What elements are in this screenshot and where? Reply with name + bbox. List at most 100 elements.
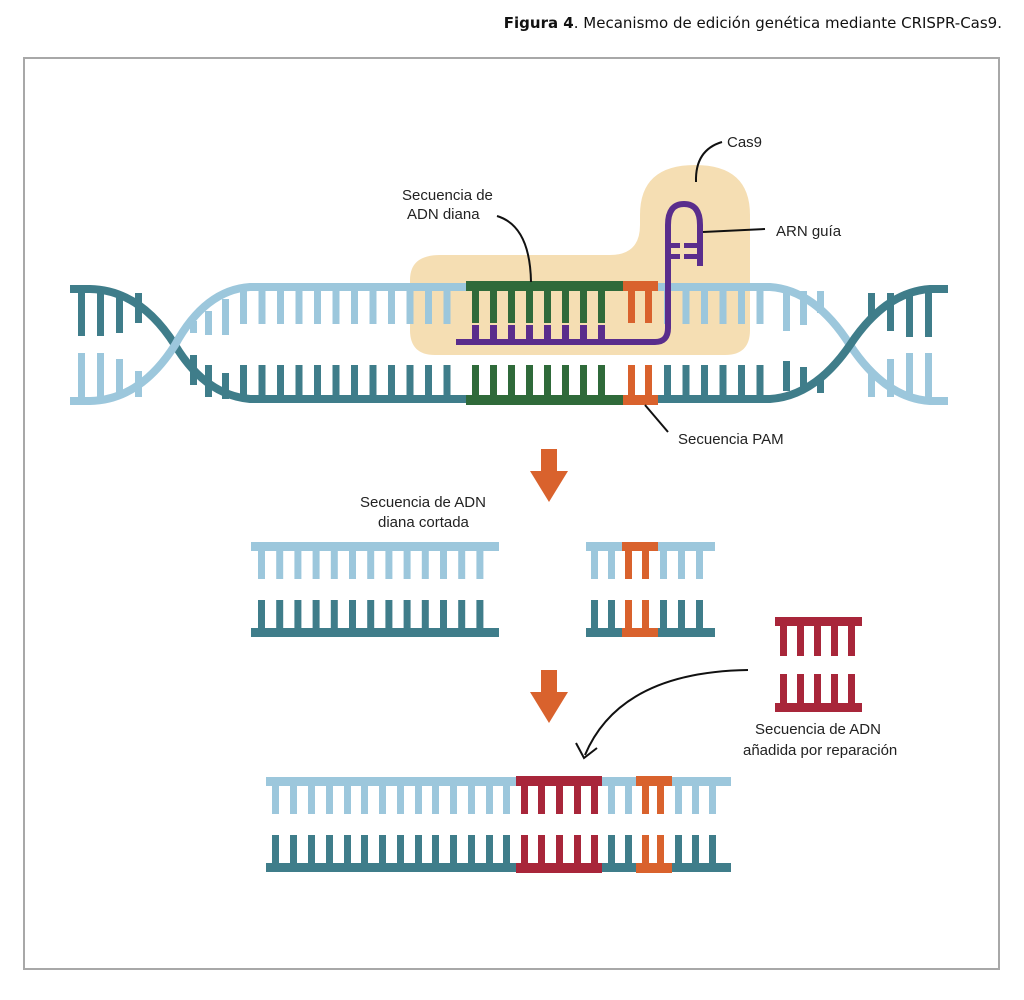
hairpin-rung [684, 254, 700, 259]
light-base [404, 551, 411, 579]
light-base [425, 291, 432, 324]
light-base [314, 291, 321, 324]
down-arrow-icon [530, 449, 568, 502]
repair-base [574, 786, 581, 814]
target-base [490, 291, 497, 323]
base [696, 600, 703, 628]
base [660, 551, 667, 579]
guide-rna-base [580, 325, 587, 342]
dark-base [344, 835, 351, 863]
dark-base [326, 835, 333, 863]
dark-base [240, 365, 247, 397]
dark-base [757, 365, 764, 397]
target-base [526, 291, 533, 323]
light-base [258, 551, 265, 579]
down-arrow-icon [530, 670, 568, 723]
dark-base [379, 835, 386, 863]
cut-pam-top [622, 542, 658, 551]
cut-label-line2: diana cortada [378, 514, 470, 531]
dark-base [313, 600, 320, 628]
final-repair-bottom [516, 863, 602, 873]
hairpin-rung [668, 243, 680, 248]
target-base [562, 291, 569, 323]
target-base [472, 291, 479, 323]
light-base [272, 786, 279, 814]
light-base [313, 551, 320, 579]
dark-base [906, 293, 913, 337]
dark-base [259, 365, 266, 397]
dark-base [116, 293, 123, 333]
cut-label-line1: Secuencia de ADN [360, 494, 486, 511]
cut-pam-bottom [622, 628, 658, 637]
repair-label-line1: Secuencia de ADN [755, 721, 881, 738]
cas9-label: Cas9 [727, 134, 762, 151]
guide-rna-base [472, 325, 479, 342]
dark-base [314, 365, 321, 397]
light-base [116, 359, 123, 397]
light-base [887, 359, 894, 397]
light-base [240, 291, 247, 324]
guide-rna-label: ARN guía [776, 223, 842, 240]
base [625, 600, 632, 628]
dark-base [440, 600, 447, 628]
dark-base [458, 600, 465, 628]
base [608, 786, 615, 814]
light-base [290, 786, 297, 814]
pam-base [645, 365, 652, 395]
target-base [598, 365, 605, 395]
dark-base [664, 365, 671, 397]
dark-base [258, 600, 265, 628]
light-base [444, 291, 451, 324]
light-base [276, 551, 283, 579]
dark-base [349, 600, 356, 628]
repair-base [521, 786, 528, 814]
target-base [580, 291, 587, 323]
dark-base [308, 835, 315, 863]
dark-base [468, 835, 475, 863]
base [657, 786, 664, 814]
dark-base [683, 365, 690, 397]
target-base [544, 365, 551, 395]
target-base [598, 291, 605, 323]
repair-bottom-backbone [775, 703, 862, 712]
target-base [526, 365, 533, 395]
base [608, 551, 615, 579]
light-base [817, 291, 824, 313]
dark-base [404, 600, 411, 628]
light-base [440, 551, 447, 579]
dark-base [422, 600, 429, 628]
light-base [97, 353, 104, 397]
light-base [503, 786, 510, 814]
base [675, 786, 682, 814]
dark-base [388, 365, 395, 397]
repaired-dna [266, 776, 731, 873]
dark-base [367, 600, 374, 628]
target-base [508, 291, 515, 323]
dark-base [190, 355, 197, 385]
repair-base [556, 835, 563, 863]
base [678, 600, 685, 628]
light-base [308, 786, 315, 814]
dark-base [415, 835, 422, 863]
dark-base [361, 835, 368, 863]
light-base [294, 551, 301, 579]
base [591, 600, 598, 628]
light-base [361, 786, 368, 814]
dark-base [868, 293, 875, 319]
cut-left-bottom-backbone [251, 628, 499, 637]
repair-base [521, 835, 528, 863]
base [696, 551, 703, 579]
light-base [738, 291, 745, 324]
light-base [222, 299, 229, 335]
dark-base [486, 835, 493, 863]
light-base [925, 353, 932, 397]
light-base [432, 786, 439, 814]
base [608, 600, 615, 628]
light-base [351, 291, 358, 324]
dark-base [294, 600, 301, 628]
hairpin-rung [684, 243, 700, 248]
repair-base [538, 786, 545, 814]
repair-base [591, 786, 598, 814]
dark-base [800, 367, 807, 391]
